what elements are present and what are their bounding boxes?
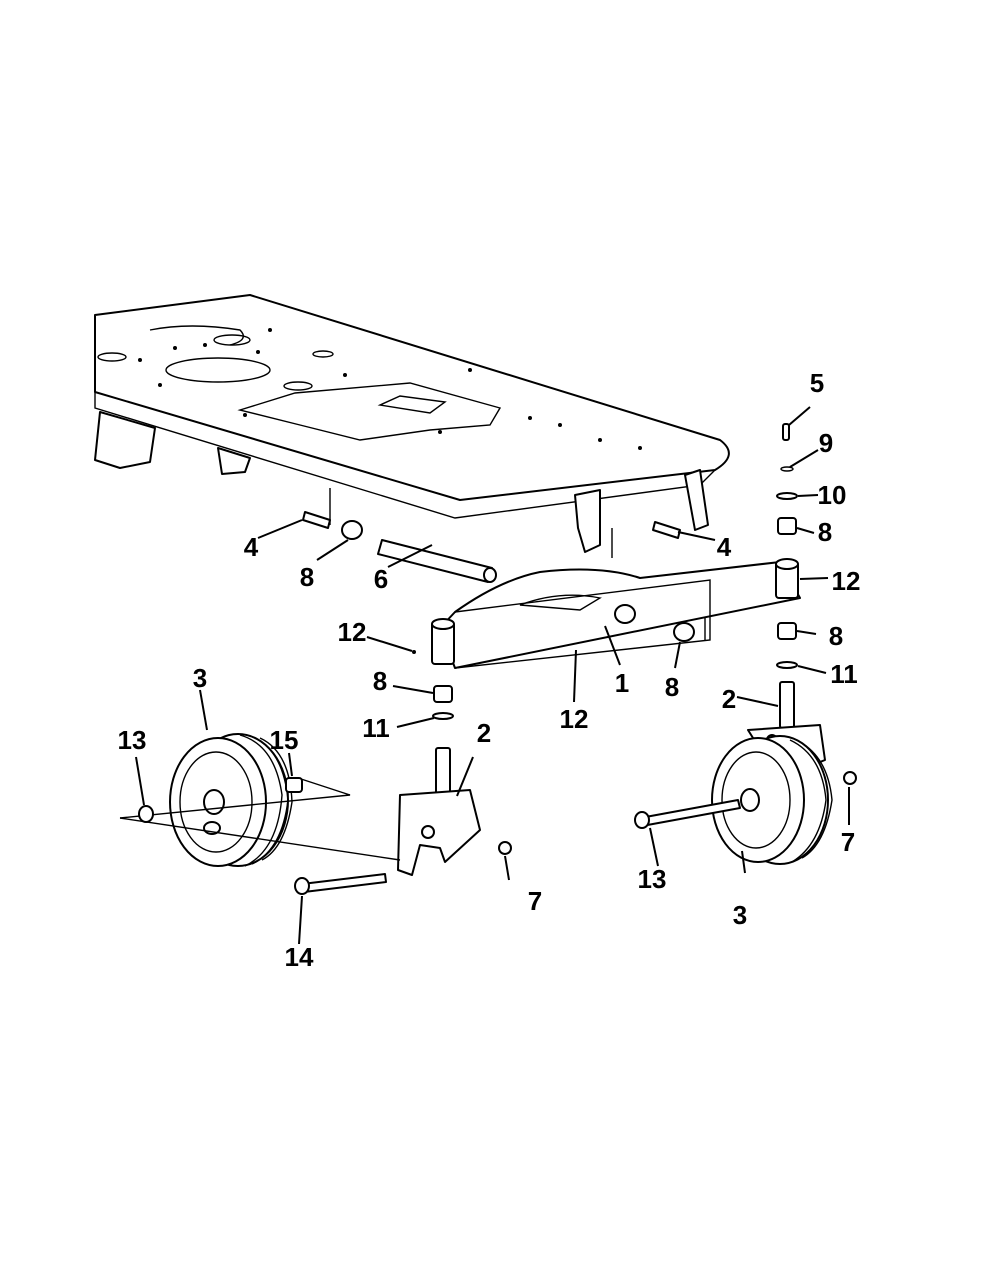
left-wheel (119, 733, 401, 867)
callout-12: 12 (832, 566, 861, 596)
callout-8: 8 (829, 621, 843, 651)
callout-8: 8 (373, 666, 387, 696)
callout-12: 12 (560, 704, 589, 734)
callout-12: 12 (338, 617, 367, 647)
callout-8: 8 (300, 562, 314, 592)
callout-14: 14 (285, 942, 314, 972)
callout-2: 2 (722, 684, 736, 714)
callout-6: 6 (374, 564, 388, 594)
callout-11: 11 (362, 713, 390, 743)
callout-8: 8 (818, 517, 832, 547)
leader-lines (135, 406, 850, 945)
right-wheel (711, 735, 833, 865)
callout-4: 4 (244, 532, 259, 562)
spindle-hardware (412, 423, 798, 720)
callout-3: 3 (193, 663, 207, 693)
callout-2: 2 (477, 718, 491, 748)
callout-3: 3 (733, 900, 747, 930)
frame-plate (94, 294, 730, 640)
callout-7: 7 (841, 827, 855, 857)
callout-1: 1 (615, 668, 629, 698)
callout-15: 15 (270, 725, 299, 755)
callout-8: 8 (665, 672, 679, 702)
pivot-pin (377, 539, 497, 583)
callout-9: 9 (819, 428, 833, 458)
callout-7: 7 (528, 886, 542, 916)
callout-11: 11 (830, 659, 858, 689)
callout-13: 13 (118, 725, 147, 755)
callout-10: 10 (818, 480, 847, 510)
bolts-4 (302, 511, 681, 539)
callouts: 1 2 2 3 3 4 4 5 6 7 7 8 8 8 8 8 9 10 11 … (118, 368, 861, 972)
left-spindle (397, 747, 481, 876)
wheel-hardware (138, 771, 857, 895)
callout-4: 4 (717, 532, 732, 562)
callout-13: 13 (638, 864, 667, 894)
bushings-8 (341, 517, 797, 703)
callout-5: 5 (810, 368, 824, 398)
front-axle (431, 558, 801, 669)
